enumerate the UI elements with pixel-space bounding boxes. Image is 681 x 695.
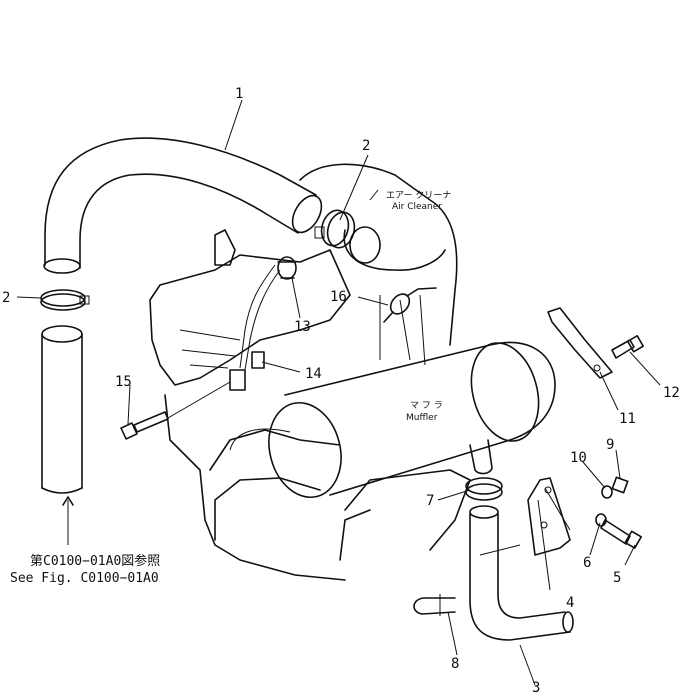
sensor-hose-16 [383,287,437,323]
callout-12: 12 [663,385,680,401]
muffler-caption-en: Muffler [406,413,438,423]
callout-9: 9 [606,437,614,453]
air-cleaner-caption-en: Air Cleaner [392,202,442,212]
tail-pipe-bracket [527,477,571,556]
intake-hose-upper [43,137,323,274]
callout-6: 6 [583,555,591,571]
hose-clamp-right [314,209,356,249]
callout-4: 4 [566,595,574,611]
callout-1: 1 [235,86,243,102]
callout-13: 13 [294,319,311,335]
muffler-lower-housing [339,469,471,561]
callout-16: 16 [330,289,347,305]
callout-2: 2 [362,138,370,154]
washer-6 [595,513,607,527]
callout-15: 15 [115,374,132,390]
bolt-12 [611,335,644,359]
callout-5: 5 [613,570,621,586]
callout-10: 10 [570,450,587,466]
hose-clamp-left [40,289,90,311]
callout-14: 14 [305,366,322,382]
bolt-5 [600,519,642,549]
callout-11: 11 [619,411,636,427]
callout-2: 2 [2,290,10,306]
callout-7: 7 [426,493,434,509]
leader-lines [16,99,661,686]
connector-14 [229,351,265,391]
muffler-bracket [547,307,613,379]
callout-8: 8 [451,656,459,672]
air-cleaner-caption-jp: エアー クリーナ [386,190,451,201]
nut-9 [611,476,629,494]
muffler [229,341,556,499]
callout-3: 3 [532,680,540,695]
muffler-caption-jp: マ フ ラ [410,400,443,411]
tail-pipe [469,505,574,641]
tail-pipe-clamp [465,477,503,501]
bolt-15 [120,411,169,440]
straight-pipe-left [41,325,83,494]
engine-block [149,163,458,581]
u-bolt [413,594,456,616]
sensor-13 [239,256,297,371]
washer-10 [601,485,613,499]
figure-reference-en: See Fig. C0100−01A0 [10,571,159,586]
figure-reference-jp: 第C0100−01A0図参照 [30,553,160,569]
